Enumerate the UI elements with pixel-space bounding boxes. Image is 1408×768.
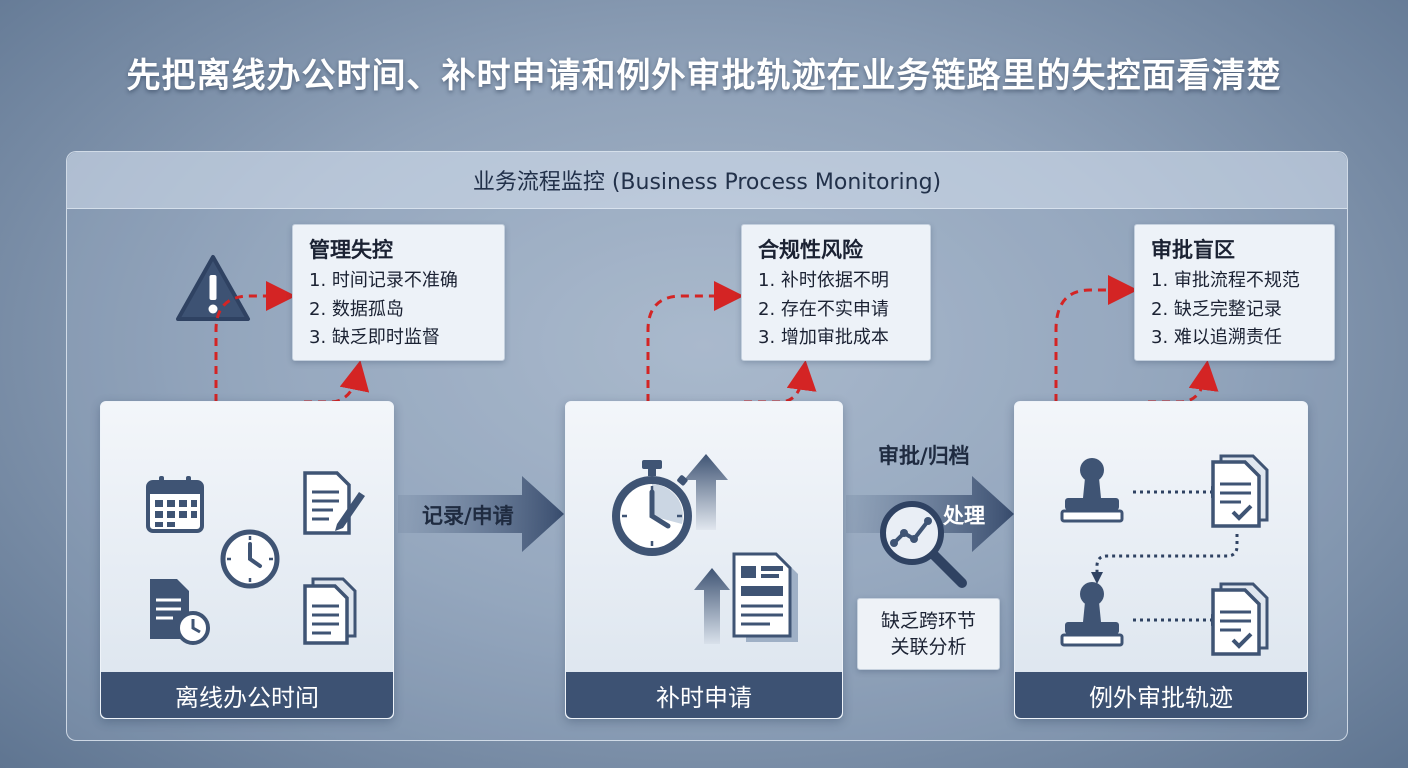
dotted-connector [1091,534,1239,584]
panel-header: 业务流程监控 (Business Process Monitoring) [67,152,1347,209]
stage-label: 离线办公时间 [101,672,393,718]
risk-note-management: 管理失控 1. 时间记录不准确 2. 数据孤岛 3. 缺乏即时监督 [292,224,505,361]
page-title: 先把离线办公时间、补时申请和例外审批轨迹在业务链路里的失控面看清楚 [126,56,1282,96]
document-check-icon [1211,582,1269,656]
risk-note-compliance: 合规性风险 1. 补时依据不明 2. 存在不实申请 3. 增加审批成本 [741,224,931,361]
gap-note-line2: 关联分析 [890,636,967,658]
risk-note-item: 3. 难以追溯责任 [1151,327,1282,348]
risk-note-title: 管理失控 [309,238,393,262]
stage-label: 例外审批轨迹 [1015,672,1307,718]
stamp-icon [1060,582,1124,647]
arrow-up-icon [694,568,730,644]
gap-note-line1: 缺乏跨环节 [880,610,976,632]
flow-label-approve-archive: 审批/归档 [878,444,970,468]
stage-supplement-request: 补时申请 [565,401,843,719]
risk-note-item: 2. 存在不实申请 [758,298,889,320]
flow-label-process: 处理 [943,504,985,528]
gap-note: 缺乏跨环节 关联分析 [857,598,1000,670]
risk-note-item: 2. 缺乏完整记录 [1151,298,1282,320]
risk-note-item: 3. 增加审批成本 [758,327,889,348]
risk-note-item: 2. 数据孤岛 [309,298,404,320]
stage-offline-work-time: 离线办公时间 [100,401,394,719]
stamp-icon [1060,458,1124,523]
document-check-icon [1211,454,1269,528]
risk-note-item: 1. 补时依据不明 [758,270,889,291]
document-stack-icon [732,552,798,642]
stage-exception-approval-trail: 例外审批轨迹 [1014,401,1308,719]
dotted-arrow-right [1133,486,1223,498]
flow-arrow-1 [398,476,564,552]
risk-note-title: 合规性风险 [758,238,863,262]
risk-note-title: 审批盲区 [1151,238,1235,262]
stage-label: 补时申请 [566,672,842,718]
risk-note-approval: 审批盲区 1. 审批流程不规范 2. 缺乏完整记录 3. 难以追溯责任 [1134,224,1335,361]
calendar-icon [146,476,204,533]
risk-note-item: 1. 审批流程不规范 [1151,270,1300,291]
clock-icon [220,529,280,589]
arrow-up-icon [684,454,728,530]
document-icon [303,577,357,645]
risk-note-item: 1. 时间记录不准确 [309,270,458,291]
dotted-arrow-right [1133,614,1223,626]
warning-triangle-icon [176,255,250,321]
document-clock-icon [150,579,210,645]
flow-label-record-apply: 记录/申请 [422,504,514,528]
magnifier-chart-icon [880,501,967,588]
stopwatch-icon [612,460,692,556]
risk-note-item: 3. 缺乏即时监督 [309,327,440,348]
document-edit-icon [303,471,365,535]
